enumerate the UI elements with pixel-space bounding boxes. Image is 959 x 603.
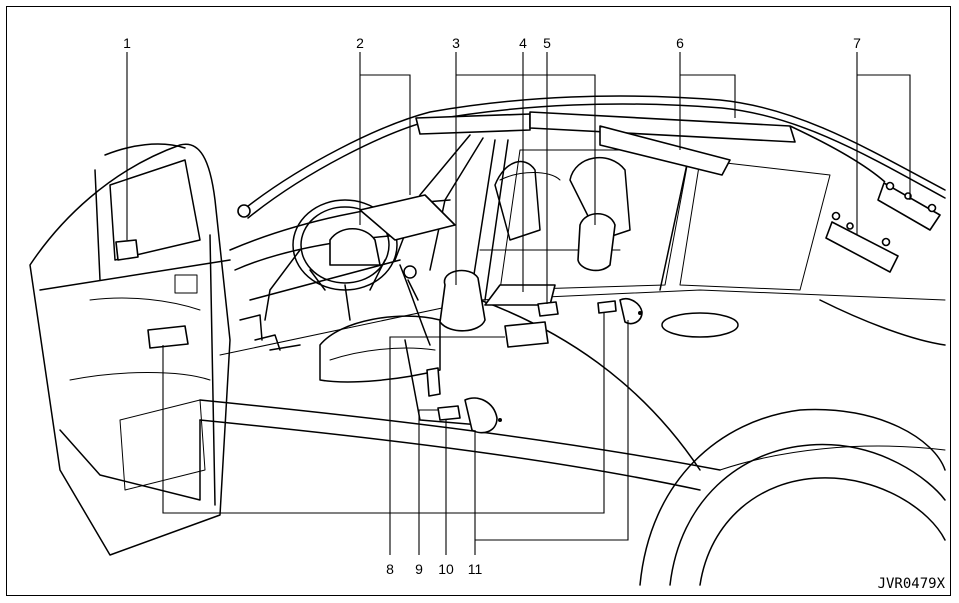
callout-11: 11 (468, 561, 483, 577)
callout-3: 3 (452, 35, 460, 51)
callout-10: 10 (438, 561, 454, 577)
crash-sensors (115, 239, 643, 434)
side-airbag-modules (439, 212, 616, 332)
open-front-door (29, 143, 231, 556)
callout-2: 2 (356, 35, 364, 51)
seat-sensor-4 (484, 284, 556, 306)
callout-6: 6 (676, 35, 684, 51)
car-body-outline (59, 95, 946, 586)
control-unit-5 (537, 301, 559, 317)
leader-lines (126, 52, 911, 555)
callout-4: 4 (519, 35, 527, 51)
callout-5: 5 (543, 35, 551, 51)
figure-code: JVR0479X (878, 576, 946, 592)
callout-9: 9 (415, 561, 423, 577)
front-airbag-modules (329, 194, 456, 266)
callout-1: 1 (123, 35, 131, 51)
callout-7: 7 (853, 35, 861, 51)
diagram-frame (6, 6, 951, 596)
callout-8: 8 (386, 561, 394, 577)
curtain-airbag-6 (237, 111, 886, 218)
callout-labels: 1 2 3 4 5 6 7 8 9 10 11 JVR0479X (123, 35, 945, 592)
curtain-airbag-7 (825, 181, 941, 273)
